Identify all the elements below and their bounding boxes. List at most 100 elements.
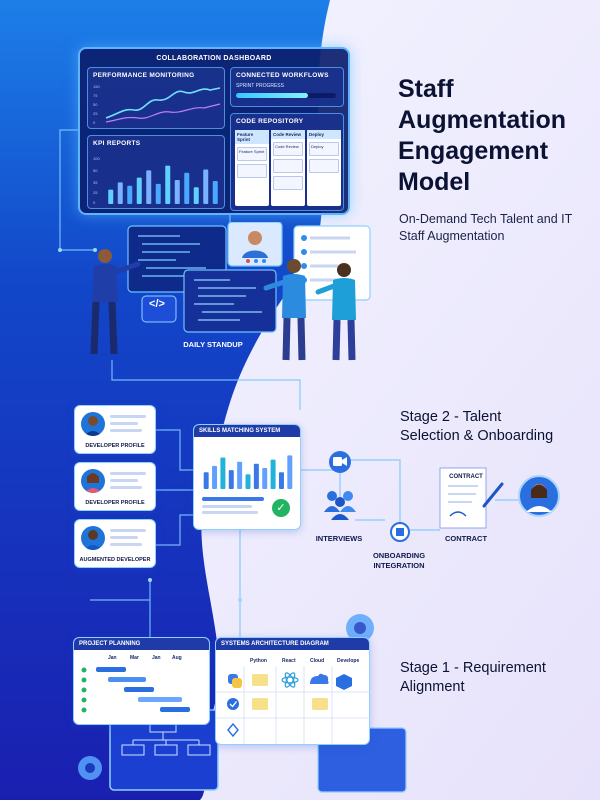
kpi-ytick: 0 — [93, 200, 96, 205]
dashboard-title: COLLABORATION DASHBOARD — [156, 55, 272, 62]
profile-caption: AUGMENTED DEVELOPER — [79, 557, 151, 563]
title-line: Augmentation — [398, 106, 567, 134]
perf-ytick: 150 — [93, 84, 100, 89]
kpi-bar — [117, 182, 123, 204]
kanban-card[interactable] — [273, 159, 303, 173]
match-line — [202, 511, 258, 514]
presenter-figure — [90, 249, 141, 355]
skills-bar-chart — [203, 455, 293, 489]
perf-ytick: 75 — [93, 93, 98, 98]
skills-bar — [220, 457, 226, 489]
developer-figure — [263, 259, 306, 361]
match-line — [202, 505, 252, 508]
kpi-ytick: 25 — [93, 190, 98, 195]
repo-title: CODE REPOSITORY — [236, 118, 304, 125]
hiring-flow-icons — [324, 451, 560, 542]
architecture-grid — [216, 666, 371, 744]
kpi-reports-panel: KPI REPORTS 100 50 35 25 0 — [87, 135, 225, 209]
kanban-column: Feature Sprint Feature Sprint — [235, 130, 269, 206]
connected-workflows-panel: CONNECTED WORKFLOWS SPRINT PROGRESS — [230, 67, 344, 107]
gantt-month: Jan — [152, 655, 161, 661]
kpi-bar — [108, 189, 114, 204]
avatar — [81, 412, 105, 436]
title-line: Engagement — [398, 137, 549, 165]
systems-architecture-card: SYSTEMS ARCHITECTURE DIAGRAM Python Reac… — [215, 637, 371, 745]
perf-ytick: 25 — [93, 111, 98, 116]
kanban-column: Code Review Code Review — [271, 130, 305, 206]
contract-label: CONTRACT — [444, 534, 488, 543]
daily-standup-illustration — [90, 222, 371, 361]
arch-column-header: React — [282, 658, 296, 664]
kpi-bar — [193, 187, 199, 204]
kpi-bar — [165, 165, 171, 204]
kpi-bar — [212, 180, 218, 204]
kanban-card[interactable] — [273, 176, 303, 190]
gantt-month: Jan — [108, 655, 117, 661]
profile-lines — [110, 415, 146, 436]
daily-standup-label: DAILY STANDUP — [183, 340, 243, 349]
planning-title: PROJECT PLANNING — [74, 638, 209, 650]
stage-1-title: Stage 1 - Requirement Alignment — [400, 659, 546, 697]
skills-matching-system: SKILLS MATCHING SYSTEM ✓ — [193, 424, 301, 530]
code-screen-center — [183, 269, 277, 333]
architecture-title: SYSTEMS ARCHITECTURE DIAGRAM — [216, 638, 369, 650]
perf-ytick: 0 — [93, 120, 96, 125]
skills-bar — [212, 465, 218, 489]
project-planning-card: PROJECT PLANNING Jan Mar Jan Aug — [73, 637, 210, 725]
kpi-bar — [184, 172, 190, 204]
skills-bar — [278, 472, 284, 489]
page-title: Staff Augmentation Engagement Model — [398, 74, 566, 198]
code-icon: </> — [149, 298, 165, 310]
performance-title: PERFORMANCE MONITORING — [93, 72, 195, 79]
interviews-label: INTERVIEWS — [315, 534, 363, 543]
profile-lines — [110, 529, 146, 550]
sticky-note-icon — [312, 698, 328, 710]
sprint-progress-fill — [236, 93, 308, 98]
sprint-progress-label: SPRINT PROGRESS — [236, 83, 284, 89]
video-call-window — [227, 222, 283, 267]
developer-profile-card[interactable]: DEVELOPER PROFILE — [74, 405, 156, 454]
code-repository-panel: CODE REPOSITORY Feature Sprint Feature S… — [230, 113, 344, 211]
skills-bar — [287, 455, 293, 489]
sticky-note-icon — [252, 698, 268, 710]
kanban-column-header: Deploy — [307, 130, 341, 139]
kpi-bar — [155, 183, 161, 204]
gantt-chart — [81, 667, 190, 713]
hired-developer-avatar — [518, 475, 560, 517]
kanban-card[interactable] — [309, 159, 339, 173]
kanban-column-header: Code Review — [271, 130, 305, 139]
profile-caption: DEVELOPER PROFILE — [85, 443, 145, 449]
kanban-card[interactable] — [237, 164, 267, 178]
kanban-card[interactable]: Deploy — [309, 142, 339, 156]
skills-bar — [253, 463, 259, 489]
developer-profile-card[interactable]: DEVELOPER PROFILE — [74, 462, 156, 511]
kanban-card[interactable]: Feature Sprint — [237, 147, 267, 161]
perf-line-main — [105, 87, 221, 119]
kpi-bar — [203, 169, 209, 204]
onboarding-label-line: ONBOARDING — [372, 551, 426, 560]
stage-title-line: Alignment — [400, 679, 465, 695]
perf-ytick: 50 — [93, 102, 98, 107]
stage-title-line: Selection & Onboarding — [400, 428, 554, 444]
kpi-ytick: 35 — [93, 180, 98, 185]
title-line: Staff — [398, 75, 454, 103]
contract-doc-title: CONTRACT — [449, 474, 483, 480]
skills-bar — [245, 474, 251, 489]
augmented-developer-card[interactable]: AUGMENTED DEVELOPER — [74, 519, 156, 568]
kpi-ytick: 100 — [93, 156, 100, 161]
check-circle-icon — [227, 698, 239, 710]
match-score-bar — [202, 497, 264, 501]
kpi-title: KPI REPORTS — [93, 140, 141, 147]
skills-bar — [262, 468, 268, 489]
profile-lines — [110, 472, 146, 493]
arch-column-header: Python — [250, 658, 267, 664]
profile-caption: DEVELOPER PROFILE — [85, 500, 145, 506]
avatar — [81, 469, 105, 493]
cube-icon — [336, 674, 352, 690]
kanban-card[interactable]: Code Review — [273, 142, 303, 156]
code-icon-box — [141, 295, 177, 323]
sprint-progress-track — [236, 93, 336, 98]
check-icon: ✓ — [272, 499, 290, 517]
sticky-note-icon — [252, 674, 268, 686]
avatar — [81, 526, 105, 550]
